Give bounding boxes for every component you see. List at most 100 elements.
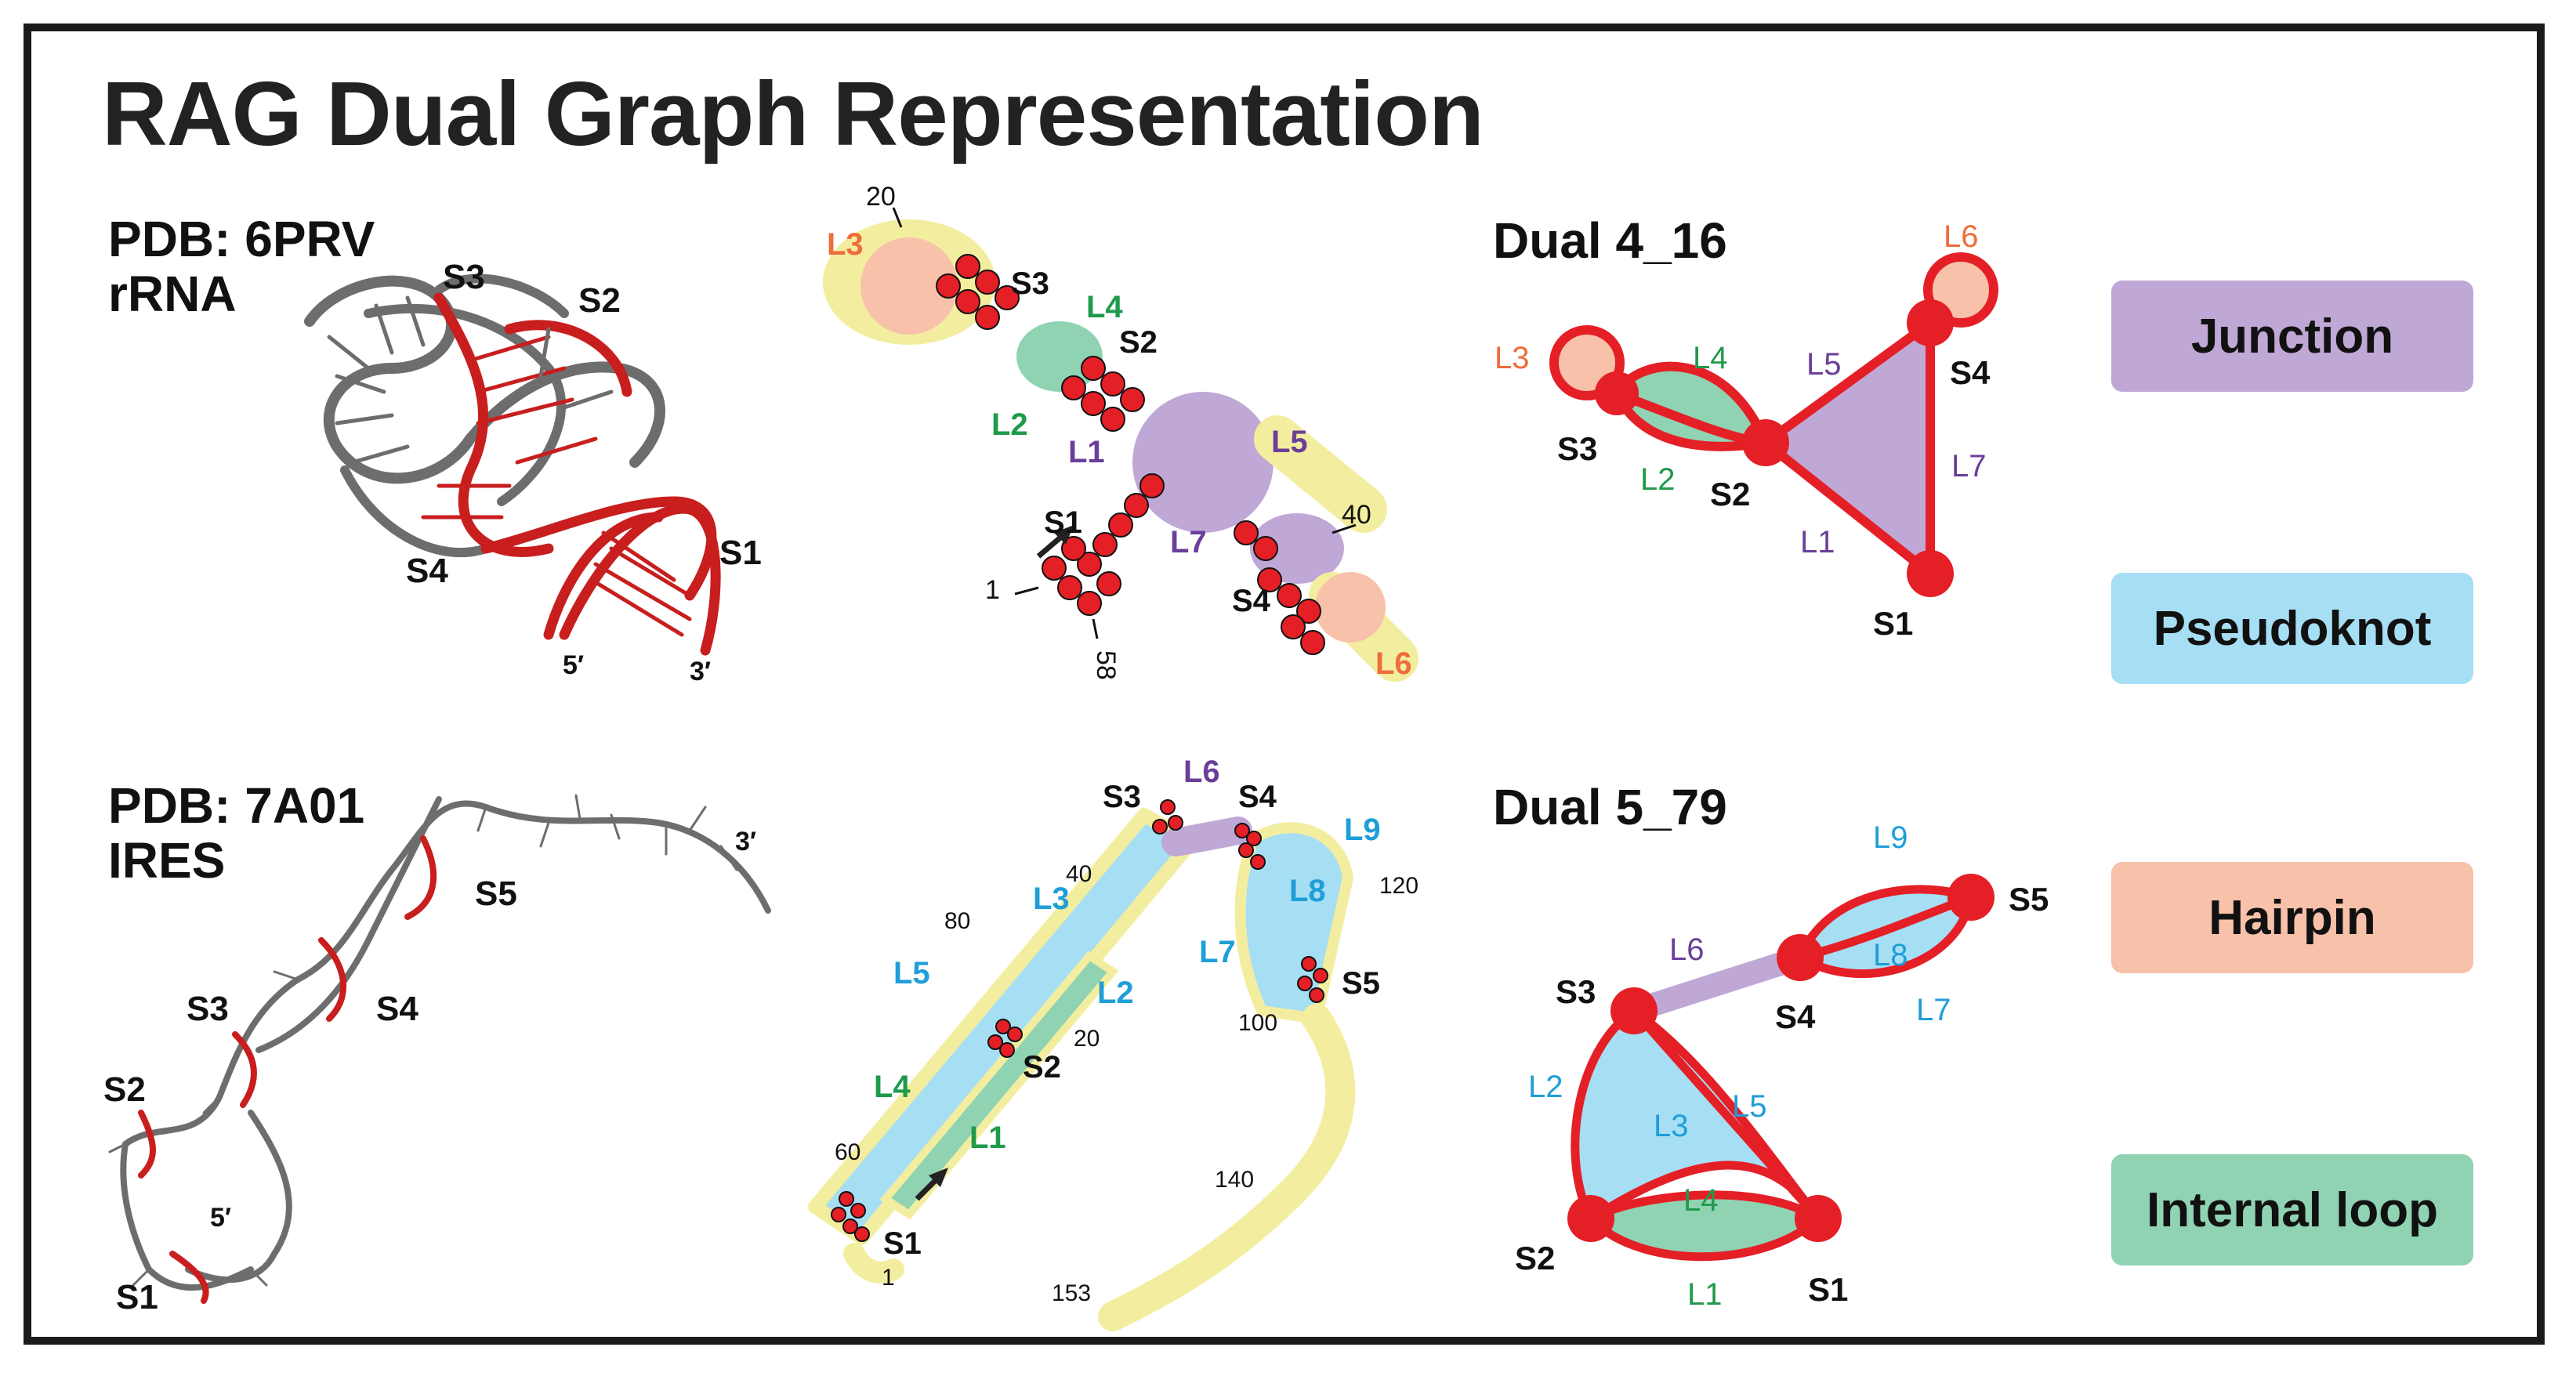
node-label: S3: [1556, 973, 1596, 1010]
loop-label: L1: [969, 1121, 1006, 1155]
position-label: 1: [985, 575, 1000, 605]
junction-loop: [1132, 392, 1274, 533]
stem-label: S1: [883, 1226, 922, 1261]
legend-hairpin: Hairpin: [2111, 862, 2473, 973]
position-label: 58: [1091, 650, 1121, 680]
figure-frame: [24, 24, 2545, 1345]
legend-internal-loop: Internal loop: [2111, 1154, 2473, 1266]
loop-label: L4: [1086, 290, 1123, 324]
end-label: 3′: [735, 827, 756, 856]
rna-type: rRNA: [108, 266, 237, 322]
node-label: S1: [1808, 1271, 1848, 1308]
edge-label: L6: [1669, 932, 1705, 967]
loop-label: L4: [874, 1070, 911, 1104]
node-s4: [1777, 934, 1824, 981]
pdb-id-bottom: PDB: 7A01 IRES: [108, 778, 364, 888]
stem-label: S3: [443, 258, 485, 296]
position-label: 153: [1052, 1280, 1091, 1306]
tertiary-labels-7a01: S5 S3 S4 S2 S1 5′ 3′: [103, 827, 756, 1316]
stem-label: S2: [1023, 1050, 1061, 1085]
node-s4: [1907, 299, 1954, 346]
edge-label: L5: [1732, 1089, 1767, 1124]
position-label: 140: [1215, 1167, 1254, 1193]
loop-label: L7: [1170, 525, 1207, 559]
position-label: 80: [944, 908, 970, 934]
stem-label: S2: [103, 1070, 146, 1109]
internal-loop-l4: [1016, 321, 1103, 392]
edge-label: L9: [1873, 820, 1908, 855]
stem-label: S4: [1238, 780, 1277, 814]
loop-label: L5: [1271, 425, 1308, 459]
edge-label: L2: [1528, 1070, 1563, 1104]
loop-label: L6: [1183, 755, 1220, 789]
junction-loop-l7: [1250, 513, 1344, 584]
figure-title: RAG Dual Graph Representation: [102, 63, 1484, 165]
edge-label: L3: [1654, 1109, 1689, 1143]
position-label: 1: [882, 1265, 895, 1291]
junction-edge: [1622, 946, 1812, 1023]
tertiary-labels-6prv: S3 S2 S1 S4 5′ 3′: [406, 258, 762, 686]
stem-label: S1: [1044, 505, 1082, 540]
node-s3: [1595, 371, 1639, 415]
loop-label: L2: [1097, 976, 1134, 1010]
node-label: S1: [1873, 605, 1913, 642]
dual-graph-4-16: S1 S2 S3 S4 L1 L2 L3 L4 L5 L6 L7: [1495, 219, 1998, 642]
junction-band: [1161, 817, 1252, 856]
legend-junction: Junction: [2111, 281, 2473, 392]
edge-label: L1: [1687, 1277, 1723, 1312]
node-label: S5: [2009, 881, 2049, 918]
edge-label: L7: [1951, 449, 1987, 483]
node-label: S4: [1775, 998, 1816, 1035]
pseudoknot-face-lower: [1571, 1005, 1822, 1225]
edge-label: L5: [1806, 347, 1842, 382]
position-label: 20: [1074, 1026, 1100, 1052]
edge-label: L8: [1873, 938, 1908, 972]
stem-label: S3: [1103, 780, 1141, 814]
legend-pseudoknot: Pseudoknot: [2111, 573, 2473, 684]
loop-label: L7: [1199, 935, 1236, 969]
stem-label: S2: [1119, 325, 1158, 360]
node-label: S3: [1557, 430, 1597, 467]
end-label: 5′: [563, 650, 584, 680]
stem-label: S3: [1011, 266, 1049, 301]
secondary-structure-7a01: 80 40 20 60 1 120 100 140 153 S1 S2 S3 S…: [808, 755, 1418, 1331]
loop-label: L3: [1033, 882, 1070, 916]
loop-label: L1: [1068, 435, 1105, 469]
dual-title-bottom: Dual 5_79: [1493, 779, 1727, 835]
stem-label: S4: [376, 990, 418, 1028]
rna-type: IRES: [108, 832, 226, 889]
end-label: 3′: [690, 657, 711, 686]
loop-label: L6: [1375, 646, 1412, 681]
node-s1: [1795, 1195, 1842, 1242]
node-s3: [1610, 987, 1658, 1034]
node-s5: [1947, 874, 1994, 921]
loop-label: L5: [893, 956, 930, 990]
pdb-code: PDB: 7A01: [108, 777, 365, 834]
edge-label: L1: [1800, 525, 1835, 559]
loop-label: L9: [1344, 813, 1381, 847]
position-label: 40: [1066, 861, 1092, 887]
position-label: 120: [1379, 873, 1418, 899]
position-label: 100: [1238, 1010, 1277, 1036]
junction-face: [1761, 318, 1935, 578]
end-label: 5′: [210, 1203, 231, 1233]
secondary-structure-6prv: 20 40 1 58 S1 S2 S3 S4 L1 L2 L3 L4 L5 L6…: [823, 182, 1418, 682]
tertiary-structure-6prv: [304, 273, 721, 656]
stem-label: S1: [719, 534, 762, 572]
node-s1: [1907, 550, 1954, 597]
stem-label: S3: [187, 990, 229, 1028]
loop-label: L8: [1289, 874, 1326, 908]
edge-label: L4: [1693, 341, 1728, 375]
position-label: 20: [866, 182, 896, 212]
pdb-id-top: PDB: 6PRV rRNA: [108, 212, 375, 321]
node-label: S2: [1515, 1240, 1555, 1276]
edge-label: L4: [1683, 1183, 1719, 1218]
edge-label: L3: [1495, 341, 1530, 375]
stem-label: S5: [1342, 966, 1380, 1001]
edge-label: L2: [1640, 462, 1676, 497]
node-label: S4: [1950, 354, 1991, 391]
stem-label: S2: [578, 281, 621, 320]
stem-label: S4: [406, 552, 448, 590]
node-label: S2: [1710, 476, 1750, 512]
